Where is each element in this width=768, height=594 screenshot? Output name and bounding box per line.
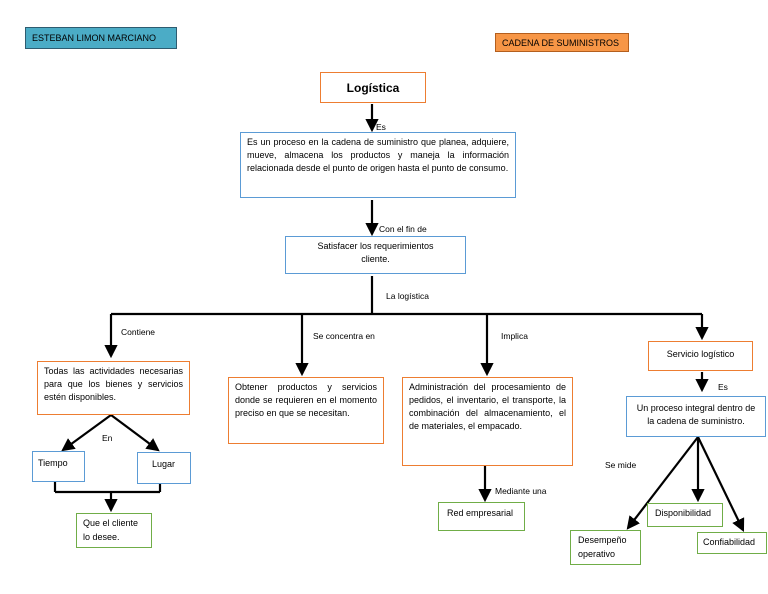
title-box: Logística bbox=[320, 72, 426, 103]
link-implica: Implica bbox=[501, 331, 528, 341]
proceso-box: Un proceso integral dentro de la cadena … bbox=[626, 396, 766, 437]
link-se-mide: Se mide bbox=[605, 460, 637, 470]
link-es-servicio: Es bbox=[718, 382, 728, 392]
link-en: En bbox=[102, 433, 113, 443]
tiempo-box: Tiempo bbox=[32, 451, 85, 482]
lugar-box: Lugar bbox=[137, 452, 191, 484]
link-mediante: Mediante una bbox=[495, 486, 547, 496]
link-contiene: Contiene bbox=[121, 327, 156, 337]
servicio-box: Servicio logístico bbox=[648, 341, 753, 371]
topic-label: CADENA DE SUMINISTROS bbox=[495, 33, 629, 52]
definition-box: Es un proceso en la cadena de suministro… bbox=[240, 132, 516, 198]
desempeno-box: Desempeño operativo bbox=[570, 530, 641, 565]
link-con-el-fin: Con el fin de bbox=[379, 224, 427, 234]
cliente-box: Que el cliente lo desee. bbox=[76, 513, 152, 548]
disponibilidad-box: Disponibilidad bbox=[647, 503, 723, 527]
purpose-box: Satisfacer los requerimientos cliente. bbox=[285, 236, 466, 274]
author-label: ESTEBAN LIMON MARCIANO bbox=[25, 27, 177, 49]
red-box: Red empresarial bbox=[438, 502, 525, 531]
implica-box: Administración del procesamiento de pedi… bbox=[402, 377, 573, 466]
link-es: Es bbox=[376, 122, 386, 132]
concentra-box: Obtener productos y servicios donde se r… bbox=[228, 377, 384, 444]
link-se-concentra: Se concentra en bbox=[313, 331, 375, 341]
link-la-logistica: La logística bbox=[386, 291, 429, 301]
confiabilidad-box: Confiabilidad bbox=[697, 532, 767, 554]
contiene-box: Todas las actividades necesarias para qu… bbox=[37, 361, 190, 415]
